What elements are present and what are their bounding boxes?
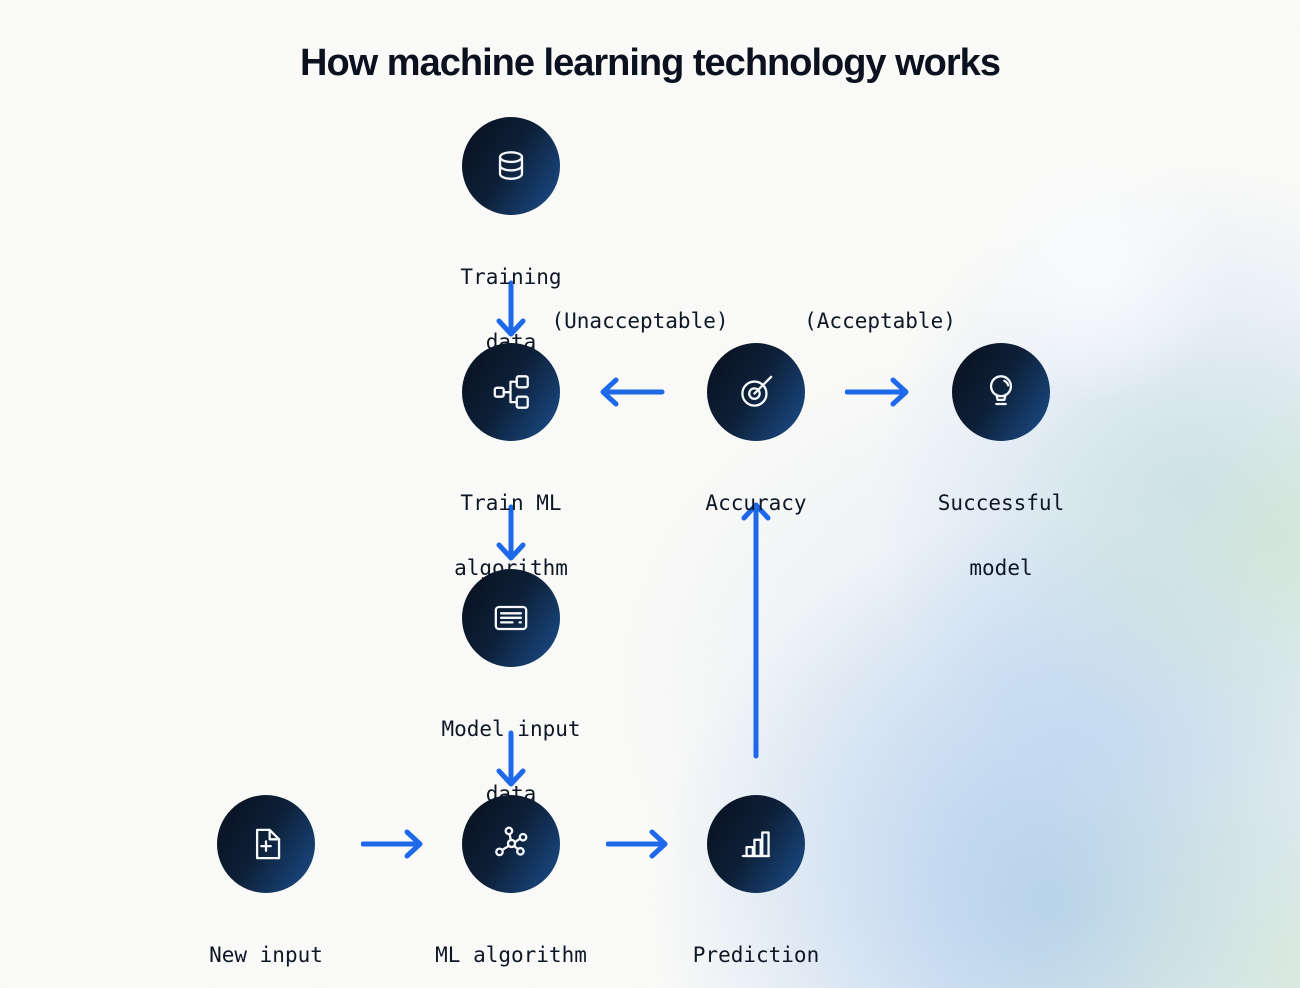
label-line: Successful (937, 491, 1065, 515)
node-label: ML algorithm (391, 902, 631, 988)
node-circle (952, 343, 1050, 441)
label-line: Train ML (460, 491, 562, 515)
target-icon (741, 375, 773, 407)
label-line: Model input (441, 717, 581, 741)
node-prediction: Prediction (636, 795, 876, 988)
node-label: New input data (146, 902, 386, 988)
label-line: Prediction (692, 943, 820, 967)
label-line: ML algorithm (435, 943, 587, 967)
file-plus-icon (255, 828, 281, 860)
list-card-icon (494, 605, 528, 631)
node-circle (217, 795, 315, 893)
node-label: Prediction (636, 902, 876, 988)
node-circle (462, 117, 560, 215)
flowchart-tree-icon (493, 375, 529, 409)
database-icon (498, 151, 524, 180)
page-title: How machine learning technology works (300, 42, 1001, 84)
bar-chart-icon (741, 831, 771, 858)
label-line: model (969, 555, 1033, 580)
lightbulb-icon (989, 375, 1013, 406)
node-circle (462, 569, 560, 667)
node-successful-model: Successful model (881, 343, 1121, 622)
node-ml-algorithm: ML algorithm (391, 795, 631, 988)
node-circle (707, 795, 805, 893)
label-line: New input (209, 943, 323, 967)
edge-label-acceptable: (Acceptable) (804, 309, 956, 333)
node-circle (462, 795, 560, 893)
network-icon (495, 826, 528, 857)
node-circle (707, 343, 805, 441)
edge-label-unacceptable: (Unacceptable) (551, 309, 729, 333)
label-line: Training (460, 265, 562, 289)
node-circle (462, 343, 560, 441)
label-line: Accuracy (705, 491, 807, 515)
node-new-input-data: New input data (146, 795, 386, 988)
node-label: Successful model (881, 450, 1121, 622)
node-accuracy: Accuracy (636, 343, 876, 579)
node-label: Accuracy (636, 450, 876, 579)
